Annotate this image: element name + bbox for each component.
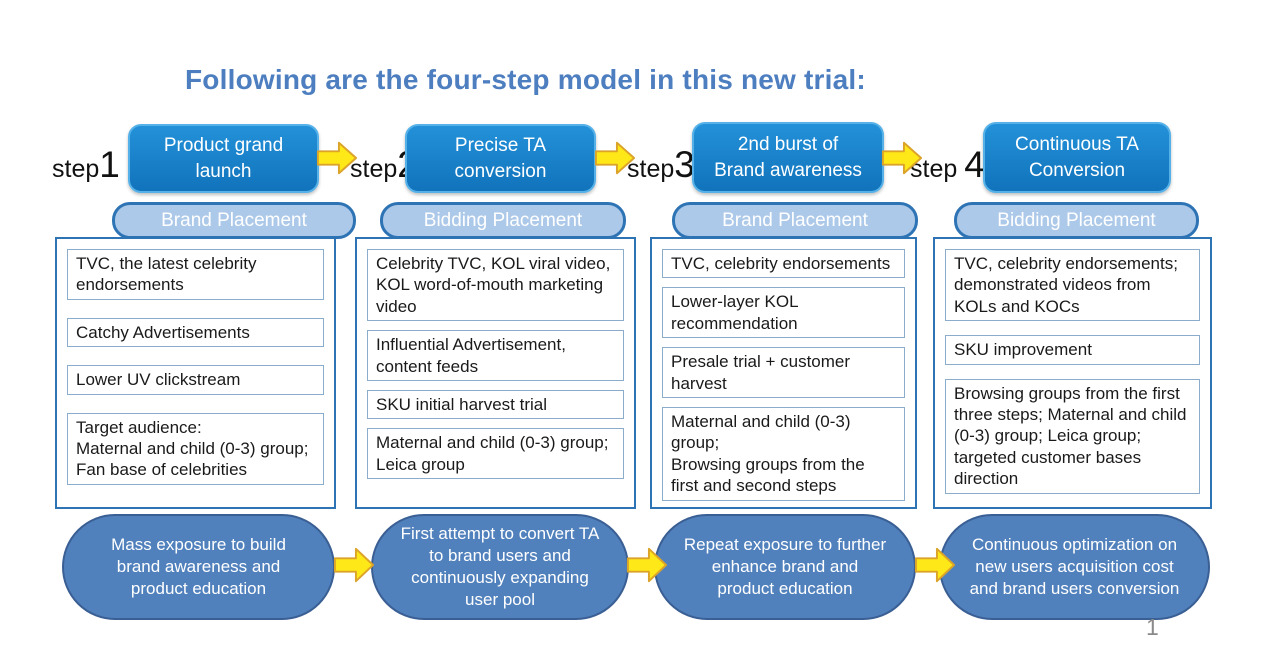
summary-text: Continuous optimization on new users acq… xyxy=(969,534,1180,599)
placement-pill-4: Bidding Placement xyxy=(954,202,1199,239)
summary-stadium-4: Continuous optimization on new users acq… xyxy=(939,514,1210,620)
arrow-right-icon xyxy=(914,547,956,583)
step-label-number: 3 xyxy=(674,144,695,185)
placement-label: Brand Placement xyxy=(722,209,868,231)
tactic-item: Maternal and child (0-3) group; Leica gr… xyxy=(367,428,624,480)
step-box-4: Continuous TA Conversion xyxy=(983,122,1171,193)
tactic-item: Lower UV clickstream xyxy=(67,365,324,395)
tactic-item: Influential Advertisement, content feeds xyxy=(367,330,624,382)
tactic-item: SKU initial harvest trial xyxy=(367,390,624,420)
summary-text: Mass exposure to build brand awareness a… xyxy=(111,534,286,599)
summary-stadium-3: Repeat exposure to further enhance brand… xyxy=(654,514,916,620)
tactic-item: Target audience: Maternal and child (0-3… xyxy=(67,412,324,485)
tactics-column-1: TVC, the latest celebrity endorsements C… xyxy=(55,237,336,509)
placement-label: Bidding Placement xyxy=(997,209,1156,231)
tactic-item: Presale trial + customer harvest xyxy=(662,347,905,399)
step-label-prefix: step xyxy=(627,155,675,183)
step-label-prefix: step xyxy=(52,155,100,183)
arrow-right-icon xyxy=(881,141,923,175)
tactics-column-4: TVC, celebrity endorsements; demonstrate… xyxy=(933,237,1212,509)
placement-pill-1: Brand Placement xyxy=(112,202,356,239)
tactics-column-3: TVC, celebrity endorsements Lower-layer … xyxy=(650,237,917,509)
step-box-label: 2nd burst of Brand awareness xyxy=(714,134,862,181)
placement-pill-2: Bidding Placement xyxy=(380,202,626,239)
placement-pill-3: Brand Placement xyxy=(672,202,918,239)
step-box-label: Product grand launch xyxy=(163,135,284,182)
step-label-number: 4 xyxy=(964,144,985,185)
arrow-right-icon xyxy=(333,547,375,583)
step-box-1: Product grand launch xyxy=(128,124,319,193)
step-label-number: 1 xyxy=(99,144,120,185)
step-box-3: 2nd burst of Brand awareness xyxy=(692,122,884,193)
summary-text: Repeat exposure to further enhance brand… xyxy=(683,534,887,599)
tactic-item: Catchy Advertisements xyxy=(67,317,324,348)
summary-stadium-1: Mass exposure to build brand awareness a… xyxy=(62,514,335,620)
placement-label: Brand Placement xyxy=(161,209,307,231)
tactic-item: TVC, celebrity endorsements; demonstrate… xyxy=(945,249,1200,322)
summary-stadium-2: First attempt to convert TA to brand use… xyxy=(371,514,629,620)
arrow-right-icon xyxy=(626,547,668,583)
tactic-item: Maternal and child (0-3) group; Browsing… xyxy=(662,407,905,501)
tactic-item: TVC, celebrity endorsements xyxy=(662,249,905,279)
tactic-item: Browsing groups from the first three ste… xyxy=(945,378,1200,494)
tactics-column-2: Celebrity TVC, KOL viral video, KOL word… xyxy=(355,237,636,509)
summary-text: First attempt to convert TA to brand use… xyxy=(400,523,600,610)
step-label-prefix: step xyxy=(350,155,398,183)
step-box-label: Continuous TA Conversion xyxy=(1015,134,1139,181)
page-number: 1 xyxy=(1146,614,1159,640)
tactic-item: Lower-layer KOL recommendation xyxy=(662,287,905,339)
arrow-right-icon xyxy=(316,141,358,175)
arrow-right-icon xyxy=(594,141,636,175)
step-box-label: Precise TA conversion xyxy=(454,135,547,182)
slide-title: Following are the four-step model in thi… xyxy=(185,64,866,95)
step-box-2: Precise TA conversion xyxy=(405,124,596,193)
placement-label: Bidding Placement xyxy=(423,209,583,231)
tactic-item: SKU improvement xyxy=(945,335,1200,365)
tactic-item: Celebrity TVC, KOL viral video, KOL word… xyxy=(367,249,624,322)
tactic-item: TVC, the latest celebrity endorsements xyxy=(67,249,324,300)
